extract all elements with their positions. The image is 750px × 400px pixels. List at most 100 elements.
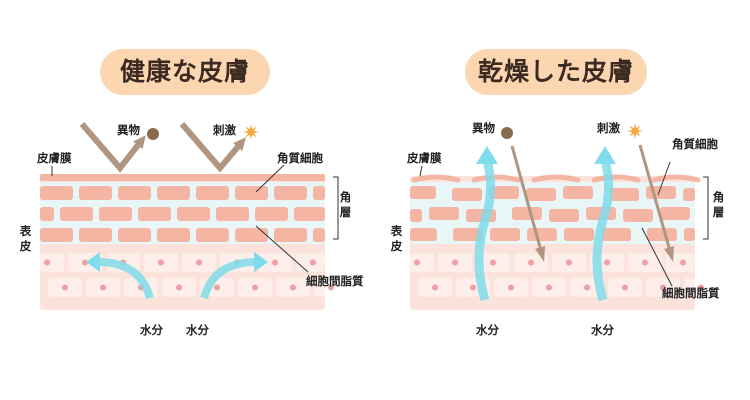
corneocyte xyxy=(235,228,268,242)
corneocyte xyxy=(294,207,325,221)
corneocyte xyxy=(118,228,151,242)
cell-nucleus xyxy=(62,284,68,291)
corneocyte xyxy=(118,186,151,200)
corneocyte xyxy=(60,207,93,221)
cell-nucleus xyxy=(584,284,590,291)
irritant-label: 刺激 xyxy=(213,123,236,137)
cell-nucleus xyxy=(660,284,666,291)
arrow-head xyxy=(535,246,546,262)
lipid-leader xyxy=(255,225,309,273)
corneocyte xyxy=(157,186,190,200)
corneocyte xyxy=(274,228,307,242)
water-label: 水分 xyxy=(476,323,499,337)
water-arrow xyxy=(474,158,495,302)
corneocyte xyxy=(410,209,422,222)
water-arrow xyxy=(97,258,154,300)
epidermal-cell xyxy=(314,278,325,297)
corneocyte xyxy=(564,228,594,241)
corneocyte xyxy=(157,228,190,242)
corneocyte xyxy=(526,188,556,201)
corneocyte-leader xyxy=(657,161,671,196)
cell-nucleus xyxy=(566,259,572,266)
corneocyte xyxy=(683,188,695,201)
corneocyte xyxy=(79,228,112,242)
cell-nucleus xyxy=(310,259,316,266)
corneocyte xyxy=(647,228,677,241)
water-arrow-head xyxy=(594,146,616,164)
cell-nucleus xyxy=(272,259,278,266)
cell-nucleus xyxy=(196,259,202,266)
cell-nucleus xyxy=(528,259,534,266)
cell-nucleus xyxy=(252,284,258,291)
corneocyte xyxy=(490,228,520,241)
irritant-icon xyxy=(243,124,259,140)
cell-nucleus xyxy=(698,284,704,291)
corneocyte xyxy=(313,228,325,242)
dry-skin-title: 乾燥した皮膚 xyxy=(465,49,647,95)
corneocyte xyxy=(196,186,229,200)
corneocyte xyxy=(235,186,268,200)
cell-nucleus xyxy=(508,284,514,291)
foreign-substance-icon xyxy=(501,127,513,139)
epidermal-cell xyxy=(410,253,434,272)
penetrate-arrow xyxy=(510,145,545,259)
corneocyte xyxy=(452,188,482,201)
healthy-skin-title: 健康な皮膚 xyxy=(100,49,270,95)
corneocyte-leader xyxy=(255,164,285,193)
corneocyte xyxy=(40,207,54,221)
stratum-corneum-label: 角層 xyxy=(712,190,725,219)
deflect-arrow xyxy=(79,122,145,173)
corneocyte xyxy=(660,207,690,220)
corneocyte xyxy=(512,207,542,220)
cell-nucleus xyxy=(622,284,628,291)
sebum-membrane xyxy=(40,174,325,181)
cell-nucleus xyxy=(604,259,610,266)
cell-nucleus xyxy=(470,284,476,291)
corneocyte xyxy=(563,186,593,199)
corneocyte xyxy=(527,228,557,241)
corneocyte xyxy=(40,228,73,242)
corneocyte xyxy=(609,188,639,201)
cell-nucleus xyxy=(452,259,458,266)
foreign-substance-icon xyxy=(147,128,159,140)
epidermal-cell xyxy=(684,278,695,297)
corneocyte xyxy=(410,186,436,199)
corneocyte xyxy=(196,228,229,242)
lipid-leader xyxy=(641,227,673,287)
corneocyte xyxy=(274,186,307,200)
sebum-membrane-label: 皮膚膜 xyxy=(37,151,72,165)
corneocyte xyxy=(489,186,519,199)
corneocyte xyxy=(255,207,288,221)
corneocyte xyxy=(138,207,171,221)
sebum-membrane-label: 皮膚膜 xyxy=(407,151,442,165)
irritant-icon xyxy=(627,123,643,139)
cell-nucleus xyxy=(432,284,438,291)
arrow-head xyxy=(664,246,674,262)
epidermis-label: 表皮 xyxy=(19,224,32,253)
water-arrow xyxy=(200,258,257,300)
cell-nucleus xyxy=(328,284,334,291)
sebum-leader xyxy=(419,165,423,177)
cell-nucleus xyxy=(158,259,164,266)
arrow-head xyxy=(233,137,246,151)
sebum-membrane-fragment xyxy=(591,174,641,183)
sebum-membrane-fragment xyxy=(651,174,701,183)
corneocyte-label: 角質細胞 xyxy=(277,151,323,165)
water-arrow-head xyxy=(254,252,268,272)
corneocyte xyxy=(216,207,249,221)
sebum-membrane-fragment xyxy=(531,174,581,183)
deflect-arrow xyxy=(179,122,245,173)
penetrate-arrow xyxy=(638,144,674,259)
corneocyte xyxy=(40,186,73,200)
intercellular-lipid-label: 細胞間脂質 xyxy=(306,274,364,288)
corneocyte xyxy=(684,228,695,241)
cell-nucleus xyxy=(680,259,686,266)
corneocyte xyxy=(99,207,132,221)
corneocyte xyxy=(549,209,579,222)
stratum-corneum-bracket xyxy=(333,176,339,240)
cell-nucleus xyxy=(546,284,552,291)
water-label: 水分 xyxy=(140,323,163,337)
intercellular-lipid-label: 細胞間脂質 xyxy=(662,286,720,300)
